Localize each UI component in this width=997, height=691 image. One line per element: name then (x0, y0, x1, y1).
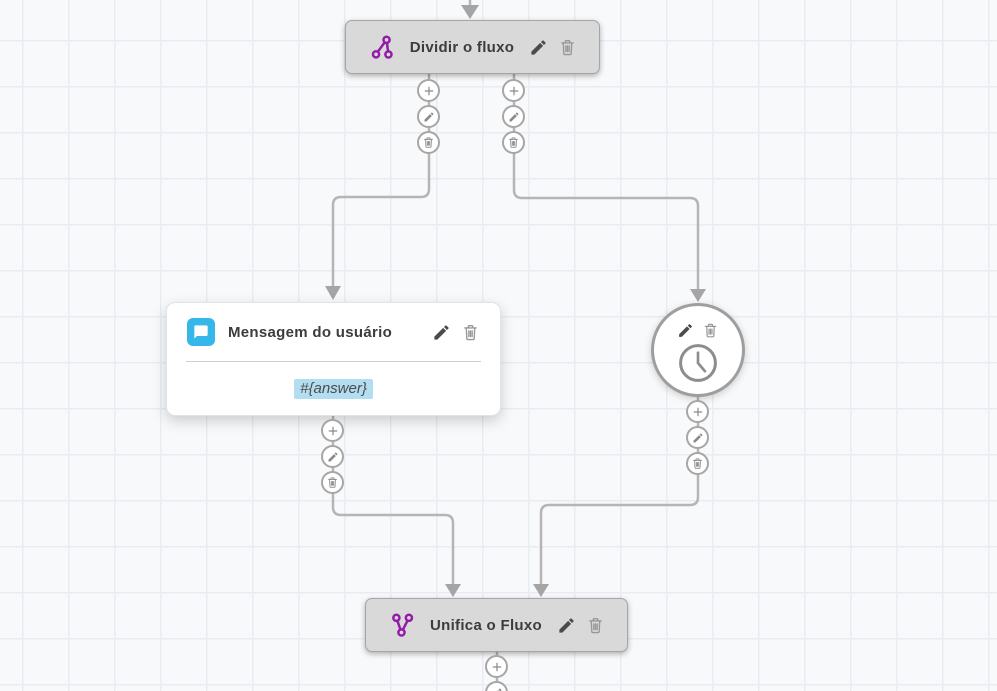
trash-icon[interactable] (557, 37, 577, 57)
node-split-flow[interactable]: Dividir o fluxo (345, 20, 600, 74)
delete-connector-button[interactable] (686, 452, 709, 475)
edit-pencil-icon[interactable] (528, 37, 548, 57)
timer-actions (677, 321, 720, 339)
connector-actions-split-left (417, 79, 440, 154)
add-block-button[interactable] (321, 419, 344, 442)
trash-icon[interactable] (702, 321, 720, 339)
merge-flow-icon (390, 612, 416, 638)
node-timer[interactable] (651, 303, 745, 397)
split-flow-icon (370, 34, 396, 60)
add-block-button[interactable] (502, 79, 525, 102)
add-block-button[interactable] (686, 400, 709, 423)
add-block-button[interactable] (485, 655, 508, 678)
delete-connector-button[interactable] (502, 131, 525, 154)
connector-actions-timer (686, 400, 709, 475)
trash-icon[interactable] (585, 615, 605, 635)
node-user-message-label: Mensagem do usuário (228, 323, 393, 341)
edit-pencil-icon[interactable] (556, 615, 576, 635)
connector-actions-message (321, 419, 344, 494)
chat-bubble-icon (187, 318, 215, 346)
edit-connector-button[interactable] (502, 105, 525, 128)
trash-icon[interactable] (460, 322, 480, 342)
delete-connector-button[interactable] (417, 131, 440, 154)
edit-connector-button[interactable] (485, 681, 508, 691)
edit-connector-button[interactable] (417, 105, 440, 128)
node-user-message[interactable]: Mensagem do usuário #{answer} (166, 302, 501, 416)
node-split-label: Dividir o fluxo (409, 38, 515, 56)
user-message-header: Mensagem do usuário (167, 303, 500, 361)
add-block-button[interactable] (417, 79, 440, 102)
node-merge-flow[interactable]: Unifica o Fluxo (365, 598, 628, 652)
variable-chip: #{answer} (294, 379, 373, 399)
card-divider (186, 361, 481, 362)
user-message-body: #{answer} (167, 362, 500, 416)
connector-actions-split-right (502, 79, 525, 154)
delete-connector-button[interactable] (321, 471, 344, 494)
node-merge-label: Unifica o Fluxo (429, 616, 542, 634)
edit-connector-button[interactable] (686, 426, 709, 449)
edit-connector-button[interactable] (321, 445, 344, 468)
edit-pencil-icon[interactable] (431, 322, 451, 342)
connector-actions-merge (485, 655, 508, 691)
clock-icon (676, 341, 720, 390)
edit-pencil-icon[interactable] (677, 321, 695, 339)
